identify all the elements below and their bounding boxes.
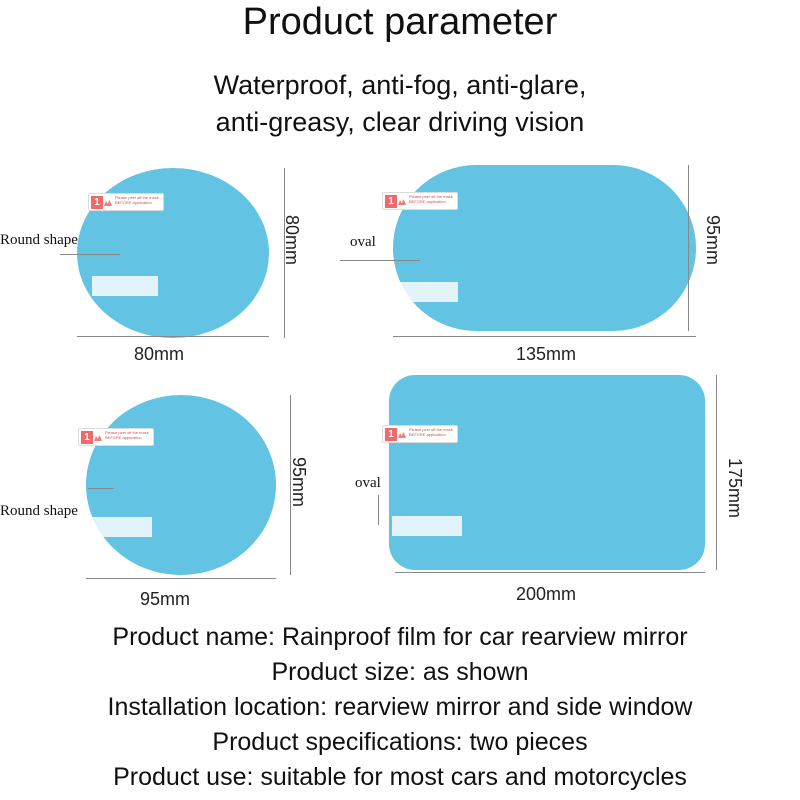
oval-film-shape [393,165,696,331]
width-dimension-label: 80mm [134,344,185,364]
width-dimension-line [395,572,705,573]
oval-film-shape [389,375,705,570]
product-name: Product name: Rainproof film for car rea… [112,623,688,651]
tab-number: 1 [385,428,397,441]
release-strip [382,282,458,302]
hand-icon [398,432,406,438]
label-leader-line [88,488,114,489]
height-dimension-line [688,165,689,331]
release-strip [392,516,462,536]
tab-number: 1 [91,196,103,209]
width-dimension-label: 200mm [516,584,577,604]
round-film-shape [86,395,276,575]
product-specifications: Product specifications: two pieces [212,728,588,756]
installation-location: Installation location: rearview mirror a… [107,693,693,721]
shape-label: Round shape [0,503,78,519]
shape-label: oval [355,475,381,491]
height-dimension-line [290,395,291,575]
height-dimension-line [284,168,285,338]
release-strip [92,276,158,296]
height-dimension-label: 95mm [289,457,309,508]
width-dimension-line [86,578,276,579]
subtitle-line-1: Waterproof, anti-fog, anti-glare, [213,70,587,100]
height-dimension-label: 175mm [725,458,745,519]
hand-icon [104,200,112,206]
product-use: Product use: suitable for most cars and … [113,763,687,791]
label-leader-line [378,495,379,525]
tab-number: 1 [385,195,397,208]
subtitle-line-2: anti-greasy, clear driving vision [215,107,585,137]
height-dimension-label: 80mm [282,215,302,266]
shape-label: oval [350,234,376,250]
width-dimension-label: 135mm [516,344,577,364]
tab-number: 1 [81,431,93,444]
width-dimension-line [77,336,269,337]
width-dimension-line [393,336,696,337]
label-leader-line [60,254,120,255]
product-size: Product size: as shown [271,658,529,686]
height-dimension-label: 95mm [703,215,723,266]
release-strip [82,517,152,537]
shape-label: Round shape [0,232,78,248]
page-title: Product parameter [242,1,558,43]
height-dimension-line [716,375,717,570]
width-dimension-label: 95mm [140,589,191,609]
label-leader-line [340,260,420,261]
hand-icon [398,199,406,205]
hand-icon [94,435,102,441]
